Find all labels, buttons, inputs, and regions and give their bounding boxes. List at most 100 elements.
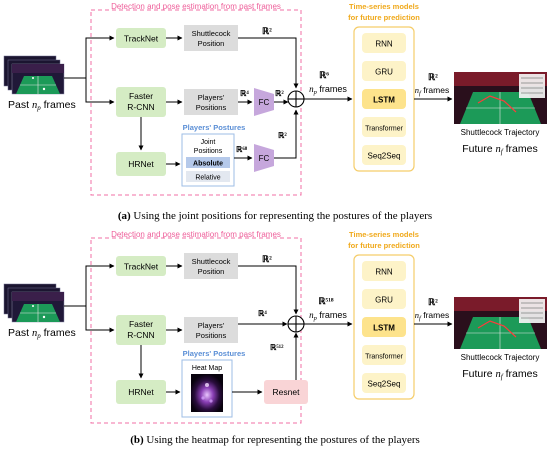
model-box xyxy=(362,289,406,309)
postures-title-b: Players' Postures xyxy=(183,349,246,358)
tracknet-box-a xyxy=(116,28,166,48)
detection-title-b: Detection and pose estimation from past … xyxy=(111,230,281,239)
joint-label2-a: Positions xyxy=(194,148,223,155)
fc-postures-label-a: FC xyxy=(259,154,270,163)
r512-b: ℝ⁵¹² xyxy=(270,343,284,352)
shuttle-position-label1-a: Shuttlecock xyxy=(192,29,231,38)
fc-positions-a xyxy=(254,88,274,116)
detection-title-a: Detection and pose estimation from past … xyxy=(111,2,281,11)
models-title1-b: Time-series models xyxy=(349,230,419,239)
model-box xyxy=(362,33,406,53)
hrnet-box-a xyxy=(116,152,166,176)
model-label: Seq2Seq xyxy=(368,152,401,161)
players-position-label1-b: Players' xyxy=(198,321,225,330)
model-label: Seq2Seq xyxy=(368,380,401,389)
model-box xyxy=(362,317,406,337)
model-label: RNN xyxy=(375,268,393,277)
hrnet-label-a: HRNet xyxy=(128,159,154,169)
r2-shuttle-b: ℝ² xyxy=(262,254,272,264)
future-label-b: Future nf frames xyxy=(462,368,537,381)
players-position-box-b xyxy=(184,317,238,343)
heatmap-label-b: Heat Map xyxy=(192,365,222,372)
panel-b: Detection and pose estimation from past … xyxy=(3,230,547,446)
tracknet-label-b: TrackNet xyxy=(124,262,159,272)
relative-label-a: Relative xyxy=(195,175,220,182)
r518-b: ℝ⁵¹⁸ xyxy=(318,296,334,306)
output-frame-a xyxy=(454,72,547,124)
input-frames-a xyxy=(3,55,65,95)
model-label: GRU xyxy=(375,68,393,77)
r2-out-b: ℝ² xyxy=(428,297,438,307)
model-label: GRU xyxy=(375,296,393,305)
hrnet-box-b xyxy=(116,380,166,404)
postures-title-a: Players' Postures xyxy=(183,123,246,132)
caption-b: (b) Using the heatmap for representing t… xyxy=(130,434,420,446)
past-frames-label-b: Past np frames xyxy=(8,327,76,340)
np-frames-b: np frames xyxy=(309,310,347,322)
tracknet-box-b xyxy=(116,256,166,276)
players-position-label1-a: Players' xyxy=(198,93,225,102)
future-label-a: Future nf frames xyxy=(462,143,537,156)
fc-positions-label-a: FC xyxy=(259,98,270,107)
models-title2-a: for future prediction xyxy=(348,13,420,22)
players-position-box-a xyxy=(184,89,238,115)
input-frames-b xyxy=(3,283,65,323)
r2-fc2-a: ℝ² xyxy=(278,131,287,140)
resnet-box-b xyxy=(264,380,308,404)
past-frames-label-a: Past np frames xyxy=(8,99,76,112)
r2-out-a: ℝ² xyxy=(428,72,438,82)
heatmap-image-b xyxy=(191,374,223,412)
model-box xyxy=(362,61,406,81)
model-label: LSTM xyxy=(373,324,395,333)
model-box xyxy=(362,89,406,109)
r4-b: ℝ⁴ xyxy=(258,309,267,318)
r2-fc1-a: ℝ² xyxy=(275,89,284,98)
absolute-box-a xyxy=(186,157,230,168)
r68-a: ℝ⁶⁸ xyxy=(236,145,248,154)
shuttle-position-box-a xyxy=(184,25,238,51)
nf-frames-a: nf frames xyxy=(415,85,449,97)
trajectory-label-b: Shuttlecock Trajectory xyxy=(461,353,540,362)
model-box xyxy=(362,373,406,393)
players-position-label2-a: Positions xyxy=(196,103,227,112)
models-title1-a: Time-series models xyxy=(349,2,419,11)
hrnet-label-b: HRNet xyxy=(128,387,154,397)
shuttle-position-label1-b: Shuttlecock xyxy=(192,257,231,266)
joint-label1-a: Joint xyxy=(201,139,216,146)
r4-a: ℝ⁴ xyxy=(240,89,249,98)
faster-label1-b: Faster xyxy=(129,319,153,329)
panel-a: Detection and pose estimation from past … xyxy=(3,2,547,222)
model-label: Transformer xyxy=(365,126,404,133)
model-box xyxy=(362,117,406,137)
model-label: LSTM xyxy=(373,96,395,105)
trajectory-label-a: Shuttlecock Trajectory xyxy=(461,128,540,137)
models-title2-b: for future prediction xyxy=(348,241,420,250)
model-label: Transformer xyxy=(365,354,404,361)
output-frame-b xyxy=(454,297,547,349)
fc-postures-a xyxy=(254,144,274,172)
np-frames-a: np frames xyxy=(309,84,347,96)
relative-box-a xyxy=(186,171,230,182)
players-position-label2-b: Positions xyxy=(196,331,227,340)
shuttle-position-label2-b: Position xyxy=(198,267,225,276)
faster-label1-a: Faster xyxy=(129,91,153,101)
faster-rcnn-box-a xyxy=(116,87,166,117)
shuttle-position-box-b xyxy=(184,253,238,279)
faster-label2-a: R-CNN xyxy=(127,102,154,112)
resnet-label-b: Resnet xyxy=(273,387,301,397)
model-box xyxy=(362,345,406,365)
r2-shuttle-a: ℝ² xyxy=(262,26,272,36)
absolute-label-a: Absolute xyxy=(193,161,223,168)
shuttle-position-label2-a: Position xyxy=(198,39,225,48)
caption-a: (a) Using the joint positions for repres… xyxy=(118,210,432,222)
faster-rcnn-box-b xyxy=(116,315,166,345)
model-label: RNN xyxy=(375,40,393,49)
r6-a: ℝ⁶ xyxy=(319,70,329,80)
model-box xyxy=(362,261,406,281)
nf-frames-b: nf frames xyxy=(415,310,449,322)
model-box xyxy=(362,145,406,165)
faster-label2-b: R-CNN xyxy=(127,330,154,340)
